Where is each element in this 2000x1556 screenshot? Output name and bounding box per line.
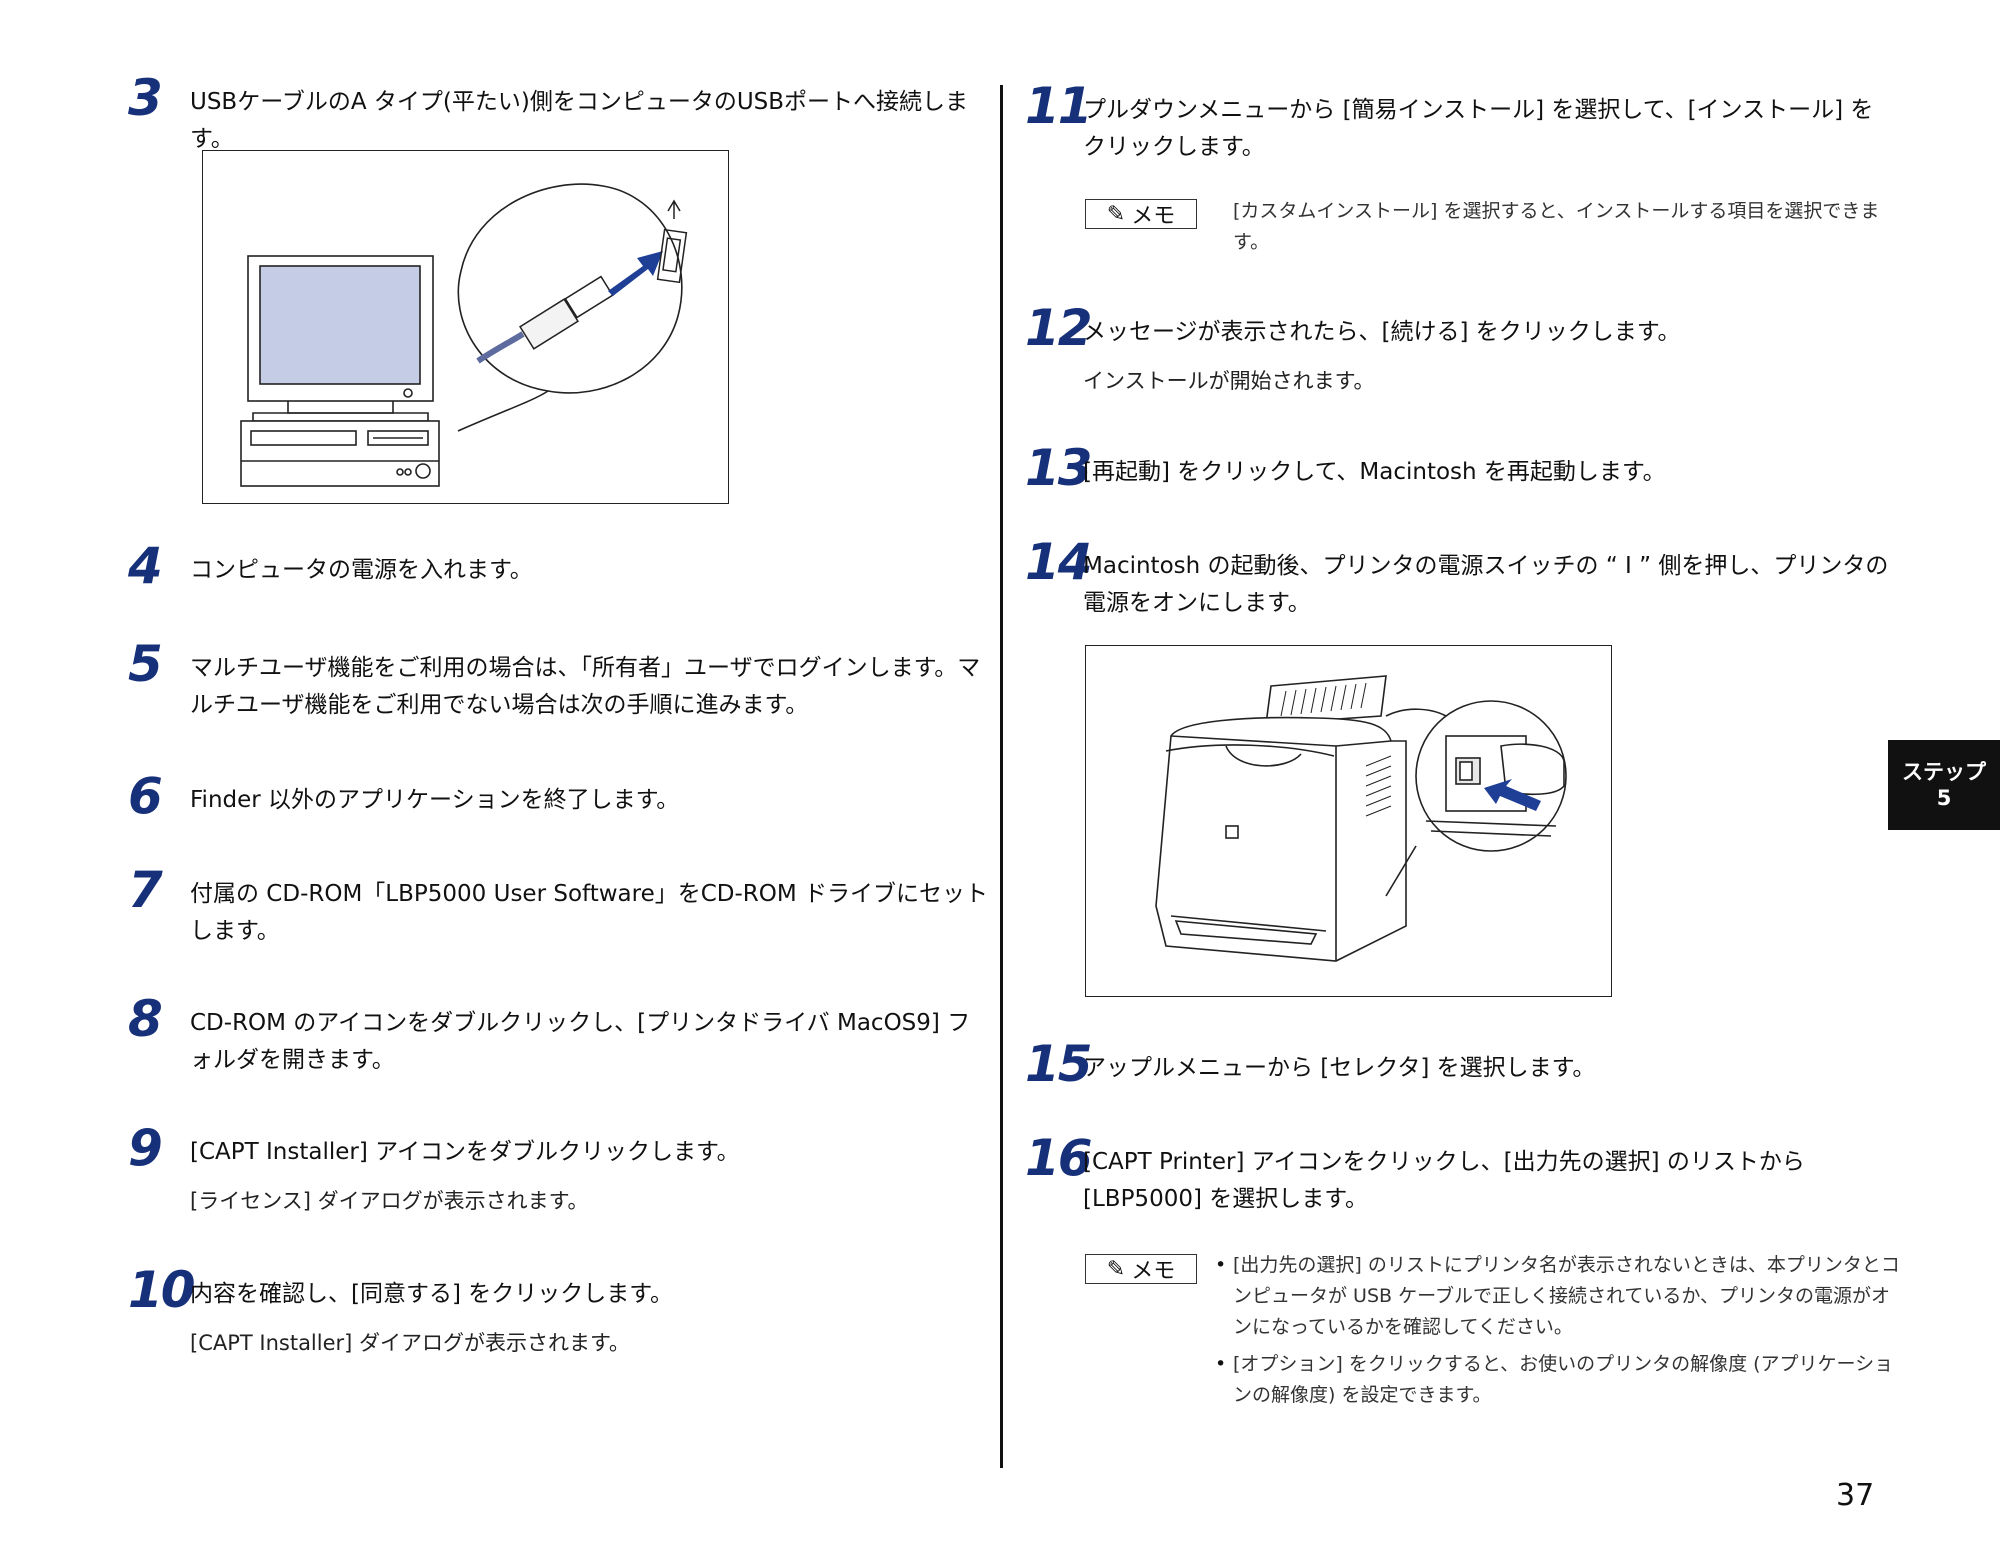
step-number: 9 bbox=[128, 1119, 163, 1177]
step-description: インストールが開始されます。 bbox=[1083, 369, 1375, 393]
memo-label: メモ bbox=[1131, 1259, 1176, 1284]
memo-badge: ✎ メモ bbox=[1085, 199, 1197, 229]
side-tab-label: ステップ bbox=[1902, 760, 1986, 784]
step-number: 14 bbox=[1025, 533, 1093, 591]
printer-power-switch-illustration bbox=[1155, 675, 1567, 962]
step-title: アップルメニューから [セレクタ] を選択します。 bbox=[1083, 1055, 1596, 1081]
column-divider bbox=[1000, 85, 1003, 1468]
step-number: 13 bbox=[1025, 439, 1093, 497]
step-title: マルチユーザ機能をご利用の場合は、「所有者」ユーザでログインします。マルチユーザ… bbox=[190, 655, 981, 718]
memo-list-item: [オプション] をクリックすると、お使いのプリンタの解像度 (アプリケーションの… bbox=[1215, 1349, 1905, 1411]
memo-list-item: [出力先の選択] のリストにプリンタ名が表示されないときは、本プリンタとコンピュ… bbox=[1215, 1250, 1905, 1343]
pencil-icon: ✎ bbox=[1106, 1256, 1126, 1282]
step-description: [ライセンス] ダイアログが表示されます。 bbox=[190, 1189, 589, 1213]
memo-label: メモ bbox=[1131, 204, 1176, 229]
side-tab-number: 5 bbox=[1936, 786, 1952, 810]
step-side-tab: ステップ 5 bbox=[1888, 740, 2000, 830]
step-number: 5 bbox=[128, 635, 163, 693]
memo-note-2: [出力先の選択] のリストにプリンタ名が表示されないときは、本プリンタとコンピュ… bbox=[1215, 1250, 1905, 1417]
step-title: 付属の CD-ROM「LBP5000 User Software」をCD-ROM… bbox=[190, 881, 989, 944]
step-title: [再起動] をクリックして、Macintosh を再起動します。 bbox=[1083, 459, 1666, 485]
step-number: 12 bbox=[1025, 299, 1093, 357]
memo-list: [出力先の選択] のリストにプリンタ名が表示されないときは、本プリンタとコンピュ… bbox=[1215, 1250, 1905, 1411]
step-number: 4 bbox=[128, 537, 163, 595]
step-title: コンピュータの電源を入れます。 bbox=[190, 557, 533, 583]
step-title: USBケーブルのA タイプ(平たい)側をコンピュータのUSBポートへ接続します。 bbox=[190, 89, 969, 152]
step-title: 内容を確認し、[同意する] をクリックします。 bbox=[190, 1281, 673, 1307]
page-number: 37 bbox=[1836, 1478, 1875, 1513]
step-number: 3 bbox=[128, 69, 163, 127]
step-number: 8 bbox=[128, 990, 163, 1048]
step-title: プルダウンメニューから [簡易インストール] を選択して、[インストール] をク… bbox=[1083, 97, 1874, 160]
usb-connection-figure bbox=[202, 150, 729, 504]
computer-usb-illustration bbox=[240, 183, 688, 487]
printer-power-figure bbox=[1085, 645, 1612, 997]
memo-badge-2: ✎ メモ bbox=[1085, 1254, 1197, 1284]
step-number: 15 bbox=[1025, 1035, 1093, 1093]
step-title: CD-ROM のアイコンをダブルクリックし、[プリンタドライバ MacOS9] … bbox=[190, 1010, 971, 1073]
step-number: 6 bbox=[128, 767, 163, 825]
step-description: [CAPT Installer] ダイアログが表示されます。 bbox=[190, 1331, 630, 1355]
step-number: 7 bbox=[128, 861, 163, 919]
step-number: 10 bbox=[128, 1261, 196, 1319]
step-title: [CAPT Installer] アイコンをダブルクリックします。 bbox=[190, 1139, 740, 1165]
pencil-icon: ✎ bbox=[1106, 201, 1126, 227]
step-title: Macintosh の起動後、プリンタの電源スイッチの “ I ” 側を押し、プ… bbox=[1083, 553, 1889, 616]
step-number: 16 bbox=[1025, 1129, 1093, 1187]
step-title: Finder 以外のアプリケーションを終了します。 bbox=[190, 787, 680, 813]
memo-note-1: [カスタムインストール] を選択すると、インストールする項目を選択できます。 bbox=[1233, 200, 1880, 253]
step-title: メッセージが表示されたら、[続ける] をクリックします。 bbox=[1083, 319, 1681, 345]
step-title: [CAPT Printer] アイコンをクリックし、[出力先の選択] のリストか… bbox=[1083, 1149, 1805, 1212]
step-number: 11 bbox=[1025, 77, 1093, 135]
